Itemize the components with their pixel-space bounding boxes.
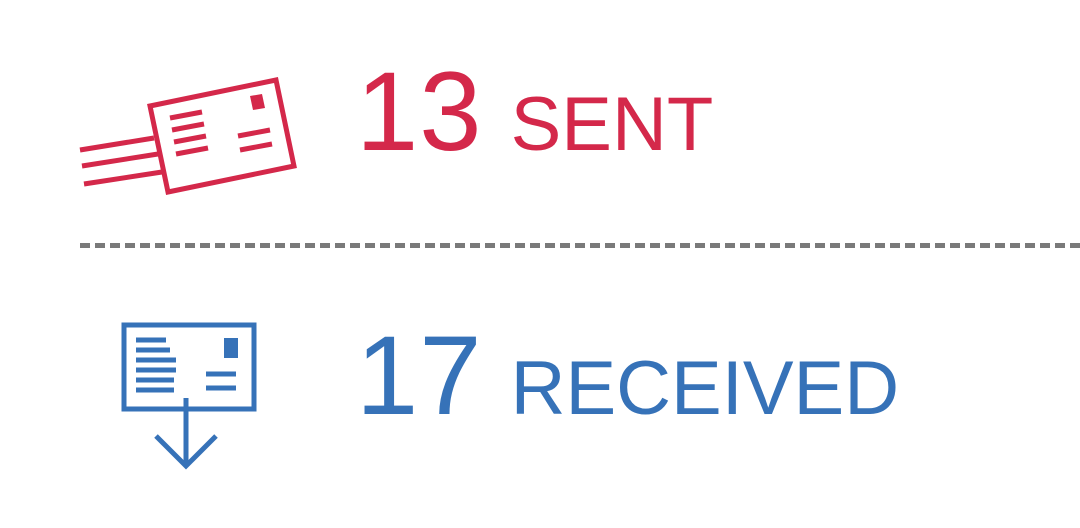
sent-postcard-icon — [79, 77, 297, 195]
received-postcard-icon — [121, 322, 257, 470]
sent-count: 13 — [356, 49, 483, 174]
sent-stat-row: 13 SENT — [0, 0, 1080, 240]
received-label: RECEIVED — [510, 346, 900, 431]
dashed-divider — [80, 243, 1080, 248]
sent-label: SENT — [510, 82, 714, 167]
received-count: 17 — [356, 313, 483, 438]
received-stat-row: 17 RECEIVED — [0, 264, 1080, 504]
